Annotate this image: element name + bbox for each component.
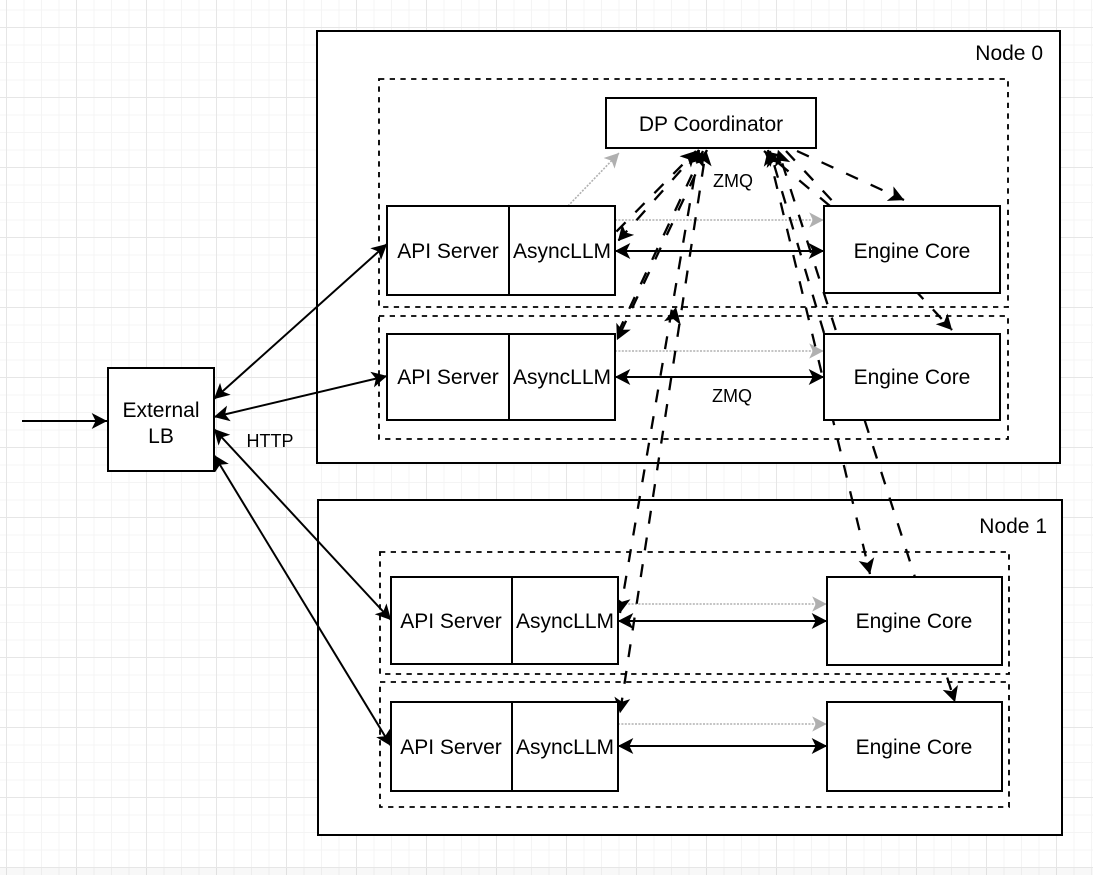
svg-text:API Server: API Server xyxy=(400,610,502,633)
svg-text:Engine Core: Engine Core xyxy=(856,610,973,633)
svg-text:External: External xyxy=(122,399,199,422)
svg-text:LB: LB xyxy=(148,425,174,448)
svg-text:AsyncLLM: AsyncLLM xyxy=(513,366,611,389)
svg-text:ZMQ: ZMQ xyxy=(712,386,752,406)
svg-text:HTTP: HTTP xyxy=(247,431,294,451)
svg-text:DP Coordinator: DP Coordinator xyxy=(639,113,783,136)
svg-text:Engine Core: Engine Core xyxy=(854,366,971,389)
svg-text:ZMQ: ZMQ xyxy=(713,171,753,191)
svg-text:Node 1: Node 1 xyxy=(979,515,1047,538)
svg-text:AsyncLLM: AsyncLLM xyxy=(516,610,614,633)
svg-text:Engine Core: Engine Core xyxy=(856,736,973,759)
svg-text:AsyncLLM: AsyncLLM xyxy=(513,240,611,263)
svg-text:Engine Core: Engine Core xyxy=(854,240,971,263)
svg-text:API Server: API Server xyxy=(400,736,502,759)
svg-text:Node 0: Node 0 xyxy=(975,42,1043,65)
svg-text:AsyncLLM: AsyncLLM xyxy=(516,736,614,759)
svg-text:API Server: API Server xyxy=(397,366,499,389)
svg-text:API Server: API Server xyxy=(397,240,499,263)
